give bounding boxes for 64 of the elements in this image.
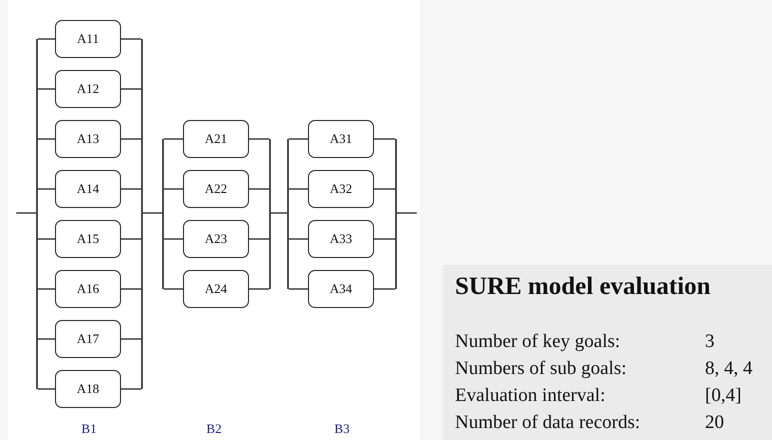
connector-line: [288, 288, 308, 290]
connector-line: [288, 238, 308, 240]
connector-line: [121, 138, 142, 140]
connector-line: [142, 212, 162, 214]
connector-line: [16, 212, 36, 214]
connector-line: [121, 188, 142, 190]
connector-line: [249, 288, 270, 290]
connector-line: [121, 238, 142, 240]
block-label: B3: [334, 421, 350, 437]
connector-line: [164, 138, 183, 140]
connector-line: [38, 388, 55, 390]
connector-line: [396, 212, 417, 214]
component-box: A18: [55, 370, 121, 408]
value-text: [0,4]: [705, 385, 742, 407]
connector-line: [288, 188, 308, 190]
connector-line: [121, 338, 142, 340]
field-label: Number of data records:: [455, 412, 640, 434]
connector-line: [38, 288, 55, 290]
connector-line: [121, 288, 142, 290]
component-box: A34: [308, 270, 374, 308]
component-box: A17: [55, 320, 121, 358]
connector-line: [38, 138, 55, 140]
component-box: A23: [183, 220, 249, 258]
component-box: A15: [55, 220, 121, 258]
connector-line: [374, 288, 396, 290]
block-label: B1: [81, 421, 97, 437]
value-text: 8, 4, 4: [705, 358, 752, 380]
value-text: 3: [705, 331, 714, 353]
connector-line: [374, 188, 396, 190]
component-box: A11: [55, 20, 121, 58]
connector-line: [374, 138, 396, 140]
connector-line: [38, 338, 55, 340]
connector-line: [38, 38, 55, 40]
connector-line: [164, 238, 183, 240]
component-box: A32: [308, 170, 374, 208]
field-label: Numbers of sub goals:: [455, 358, 627, 380]
connector-line: [121, 88, 142, 90]
connector-line: [270, 212, 288, 214]
component-box: A16: [55, 270, 121, 308]
block-label: B2: [206, 421, 222, 437]
connector-line: [121, 38, 142, 40]
connector-line: [288, 138, 308, 140]
panel-title: SURE model evaluation: [455, 273, 711, 301]
value-text: 20: [705, 412, 724, 434]
component-box: A31: [308, 120, 374, 158]
component-box: A14: [55, 170, 121, 208]
connector-line: [249, 188, 270, 190]
field-label: Evaluation interval:: [455, 385, 606, 407]
field-label: Number of key goals:: [455, 331, 620, 353]
connector-line: [249, 238, 270, 240]
component-box: A33: [308, 220, 374, 258]
connector-line: [121, 388, 142, 390]
component-box: A13: [55, 120, 121, 158]
component-box: A24: [183, 270, 249, 308]
connector-line: [38, 188, 55, 190]
component-box: A22: [183, 170, 249, 208]
component-box: A12: [55, 70, 121, 108]
connector-line: [164, 288, 183, 290]
connector-line: [38, 88, 55, 90]
connector-line: [38, 238, 55, 240]
connector-line: [249, 138, 270, 140]
component-box: A21: [183, 120, 249, 158]
connector-line: [164, 188, 183, 190]
connector-line: [374, 238, 396, 240]
